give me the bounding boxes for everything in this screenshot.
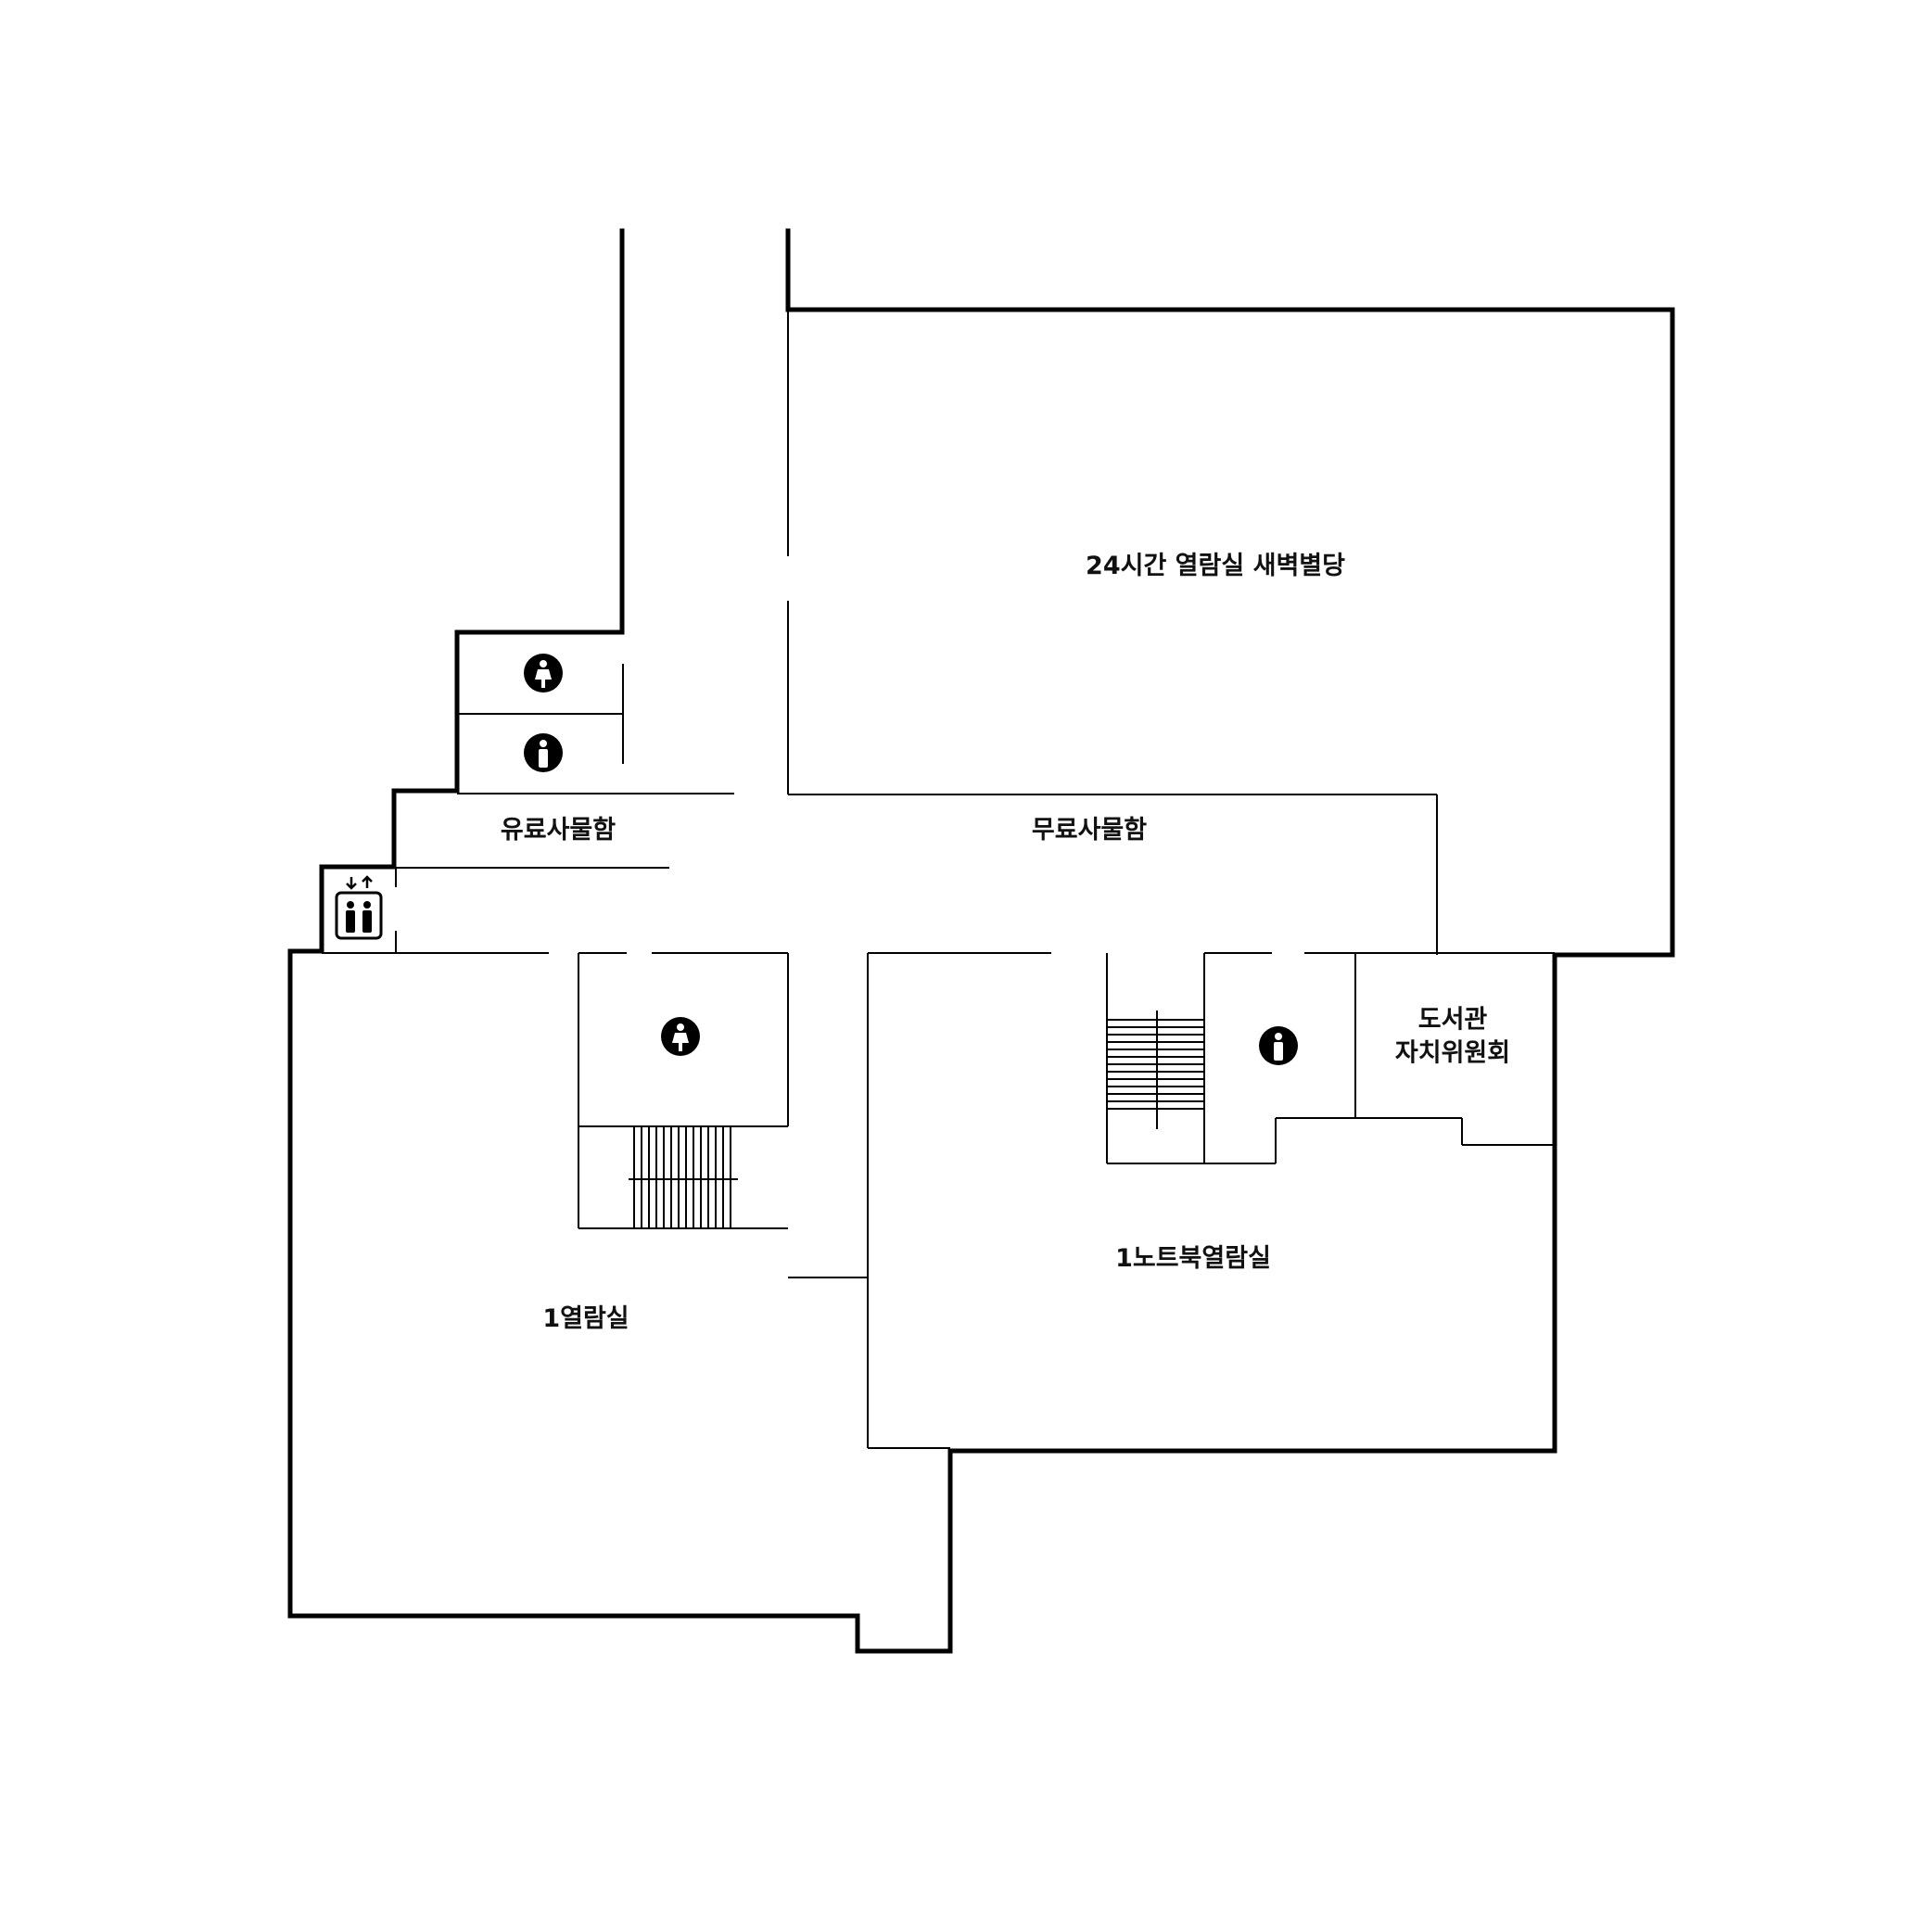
room-label-notebook-reading-room: 1노트북열람실: [1115, 1243, 1271, 1273]
room-label-reading-room-1: 1열람실: [542, 1303, 629, 1333]
room-label-paid-lockers: 유료사물함: [500, 815, 616, 845]
room-label-student-council-line1: 도서관: [1417, 1005, 1488, 1035]
interior-walls: [322, 310, 1555, 1449]
room-label-24h-reading-room: 24시간 열람실 새벽별당: [1086, 551, 1345, 580]
restroom-male-icon: [524, 733, 563, 772]
elevator-icon: [335, 875, 383, 940]
stairs-icon: [1107, 1010, 1204, 1129]
stairs-icon: [629, 1126, 738, 1228]
restroom-female-icon: [524, 654, 563, 693]
room-label-student-council-line2: 자치위원회: [1394, 1039, 1511, 1068]
outer-wall-west-block: [287, 228, 953, 1654]
restroom-male-icon: [1259, 1026, 1298, 1065]
room-label-free-lockers: 무료사물함: [1031, 815, 1148, 845]
restroom-female-icon: [661, 1017, 700, 1056]
room-label-student-council: 도서관 자치위원회: [1395, 1004, 1510, 1072]
